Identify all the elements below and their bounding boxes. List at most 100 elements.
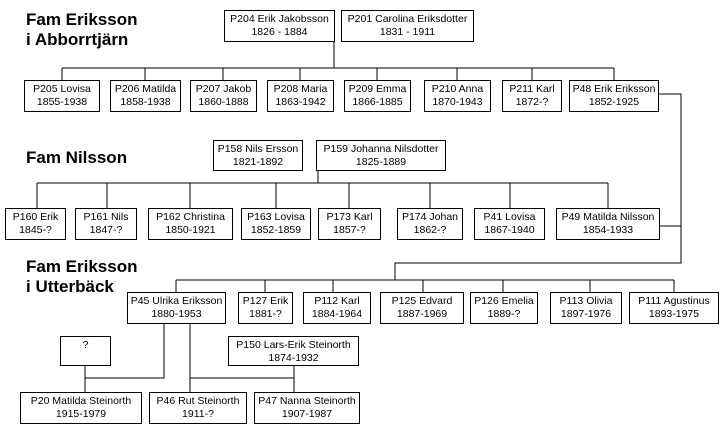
person-box-p49: P49 Matilda Nilsson 1854-1933: [556, 208, 660, 240]
person-name: P159 Johanna Nilsdotter: [323, 143, 439, 155]
person-box-p206: P206 Matilda 1858-1938: [110, 80, 181, 112]
person-box-p210: P210 Anna 1870-1943: [424, 80, 491, 112]
connector-p45-p150: [189, 323, 295, 379]
person-name: P45 Ulrika Eriksson: [130, 295, 223, 307]
person-box-p126: P126 Emelia 1889-?: [470, 292, 538, 324]
person-name: P174 Johan: [401, 211, 459, 223]
person-name: P112 Karl: [314, 295, 360, 307]
person-box-p47: P47 Nanna Steinorth 1907-1987: [254, 392, 360, 424]
connector-abborrtjarn-drops: [61, 68, 615, 80]
person-box-p45: P45 Ulrika Eriksson 1880-1953: [127, 292, 226, 324]
person-years: 1897-1976: [560, 308, 612, 320]
person-box-p162: P162 Christina 1850-1921: [148, 208, 233, 240]
person-years: 1852-1925: [588, 96, 640, 108]
person-years: 1857-?: [333, 224, 366, 236]
connector-utterback-parents: [394, 226, 682, 280]
person-name: P158 Nils Ersson: [217, 143, 299, 155]
person-name: P160 Erik: [12, 211, 59, 223]
person-box-p125: P125 Edvard 1887-1969: [380, 292, 464, 324]
connector-nilsson-drops: [36, 183, 609, 208]
person-name: P20 Matilda Steinorth: [30, 395, 132, 407]
person-years: 1870-1943: [432, 96, 483, 108]
person-years: 1893-1975: [648, 308, 700, 320]
person-name: P204 Erik Jakobsson: [230, 13, 329, 25]
person-box-p113: P113 Olivia 1897-1976: [550, 292, 622, 324]
heading-eriksson-utterback: Fam Eriksson i Utterbäck: [26, 257, 138, 297]
person-name: P113 Olivia: [559, 295, 613, 307]
person-years: 1854-1933: [582, 224, 634, 236]
person-years: 1889-?: [487, 308, 521, 320]
person-name: ?: [82, 339, 89, 351]
person-years: 1826 - 1884: [251, 26, 308, 38]
person-name: P49 Matilda Nilsson: [561, 211, 655, 223]
person-box-p208: P208 Maria 1863-1942: [267, 80, 334, 112]
person-box-p158: P158 Nils Ersson 1821-1892: [213, 140, 303, 171]
person-name: P162 Christina: [156, 211, 225, 223]
heading-eriksson-abborrtjarn: Fam Eriksson i Abborrtjärn: [26, 10, 138, 50]
person-name: P211 Karl: [509, 83, 555, 95]
person-years: 1866-1885: [352, 96, 403, 108]
person-years: 1881-?: [249, 308, 282, 320]
heading-line: Fam Eriksson: [26, 257, 138, 276]
person-years: 1884-1964: [311, 308, 363, 320]
person-name: P150 Lars-Erik Steinorth: [236, 339, 351, 351]
person-box-unknown: ?: [60, 336, 111, 366]
person-box-p159: P159 Johanna Nilsdotter 1825-1889: [316, 140, 446, 171]
person-years: 1847-?: [89, 224, 123, 236]
person-box-p204: P204 Erik Jakobsson 1826 - 1884: [224, 10, 335, 42]
connector-p45-unknown: [84, 323, 165, 379]
person-box-p209: P209 Emma 1866-1885: [344, 80, 411, 112]
person-box-p111: P111 Agustinus 1893-1975: [629, 292, 719, 324]
person-years: 1907-1987: [281, 408, 333, 420]
person-years: 1852-1859: [250, 224, 302, 236]
person-years: 1915-1979: [55, 408, 107, 420]
person-years: 1911-?: [182, 408, 214, 420]
person-years: 1825-1889: [355, 156, 407, 168]
person-years: 1850-1921: [165, 224, 216, 236]
person-years: 1821-1892: [232, 156, 284, 168]
heading-line: i Abborrtjärn: [26, 30, 129, 49]
person-years: 1872-?: [515, 96, 549, 108]
connector-p48-p49: [658, 93, 682, 227]
person-name: P201 Carolina Eriksdotter: [347, 13, 468, 25]
person-years: 1863-1942: [275, 96, 326, 108]
person-name: P205 Lovisa: [33, 83, 91, 95]
person-name: P209 Emma: [348, 83, 407, 95]
person-box-p46: P46 Rut Steinorth 1911-?: [149, 392, 247, 424]
person-years: 1867-1940: [484, 224, 535, 236]
person-name: P41 Lovisa: [483, 211, 536, 223]
person-name: P111 Agustinus: [638, 295, 710, 307]
person-box-p41: P41 Lovisa 1867-1940: [474, 208, 545, 240]
person-name: P126 Emelia: [474, 295, 534, 307]
person-name: P206 Matilda: [114, 83, 177, 95]
person-box-p173: P173 Karl 1857-?: [318, 208, 381, 240]
connector-utterback-drops: [175, 280, 675, 292]
heading-nilsson: Fam Nilsson: [26, 148, 128, 167]
person-name: P208 Maria: [273, 83, 328, 95]
person-years: 1862-?: [413, 224, 447, 236]
person-box-p211: P211 Karl 1872-?: [502, 80, 562, 112]
person-box-p163: P163 Lovisa 1852-1859: [241, 208, 311, 240]
person-years: 1860-1888: [198, 96, 249, 108]
person-name: P207 Jakob: [195, 83, 252, 95]
person-years: 1845-?: [19, 224, 52, 236]
person-years: 1880-1953: [151, 308, 202, 320]
person-years: 1887-1969: [396, 308, 448, 320]
person-box-p201: P201 Carolina Eriksdotter 1831 - 1911: [341, 10, 474, 42]
person-name: P47 Nanna Steinorth: [258, 395, 356, 407]
person-box-p20: P20 Matilda Steinorth 1915-1979: [20, 392, 142, 424]
person-years: 1831 - 1911: [379, 26, 436, 38]
person-name: P210 Anna: [431, 83, 484, 95]
person-box-p207: P207 Jakob 1860-1888: [190, 80, 257, 112]
heading-line: i Utterbäck: [26, 277, 114, 296]
person-years: 1858-1938: [120, 96, 171, 108]
person-box-p174: P174 Johan 1862-?: [397, 208, 463, 240]
heading-line: Fam Eriksson: [26, 10, 138, 29]
person-name: P161 Nils: [83, 211, 129, 223]
person-name: P163 Lovisa: [247, 211, 305, 223]
person-name: P46 Rut Steinorth: [156, 395, 240, 407]
person-years: 1855-1938: [36, 96, 88, 108]
person-box-p48: P48 Erik Eriksson 1852-1925: [569, 80, 659, 112]
person-name: P173 Karl: [326, 211, 373, 223]
